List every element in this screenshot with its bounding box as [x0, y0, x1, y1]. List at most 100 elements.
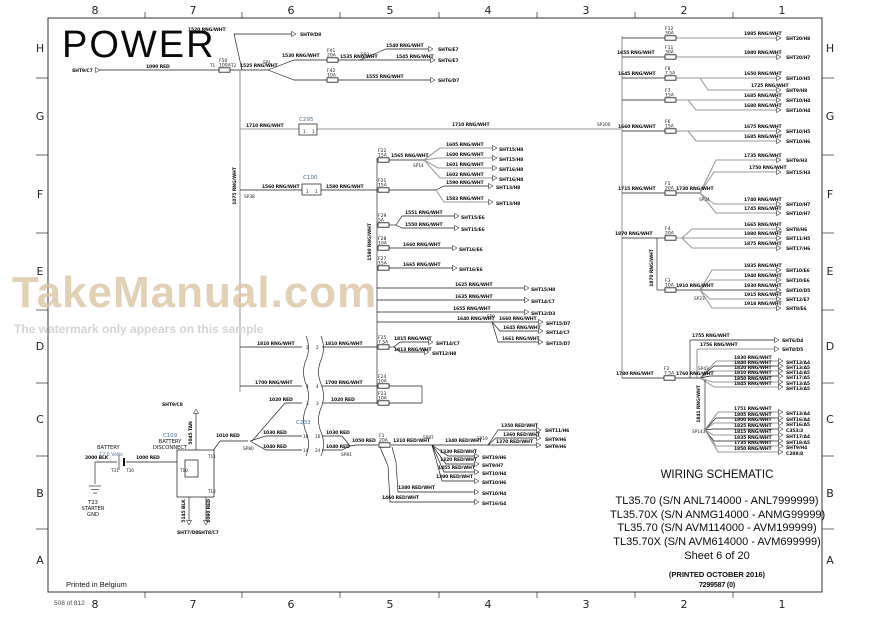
wire-label: 1525 RNG/WHT	[240, 63, 278, 69]
wire-label: 1665 RNG/WHT	[744, 222, 782, 228]
wire	[699, 360, 780, 379]
wire	[704, 411, 780, 431]
splice-label: SP19	[477, 436, 488, 442]
splice-label: SP3	[361, 52, 369, 58]
sheet-ref: SHT15/E6	[461, 215, 485, 221]
wire-label: 1940 RNG/WHT	[744, 273, 782, 279]
sheet-ref: SHT13/A4	[786, 411, 810, 417]
splice-label: SP87	[423, 435, 434, 441]
wire-label: 1841 RNG/WHT	[696, 384, 702, 422]
reference-arrow-icon	[778, 414, 784, 422]
splice-label: SP24	[699, 197, 710, 203]
wire-label: 1805 RNG/WHT	[734, 412, 772, 418]
grid-row-label: A	[826, 554, 834, 567]
wire-label: 1075 RNG/WHT	[232, 166, 238, 204]
wire	[435, 189, 490, 203]
wire-label: 1800 RNG/WHT	[734, 417, 772, 423]
wire	[704, 428, 780, 431]
wire-label: 1815 RNG/WHT	[394, 336, 432, 342]
sheet-ref: SHT12/E7	[786, 297, 810, 303]
wire-label: 1645 RNG/WHT	[618, 71, 656, 77]
watermark: TakeManual.com	[12, 268, 378, 317]
reference-arrow-icon	[428, 45, 434, 53]
wire-label: 1370 RED/WHT	[496, 439, 534, 445]
wire-label: 1520 RNG/WHT	[188, 27, 226, 33]
pin-label: 16	[303, 434, 309, 439]
reference-arrow-icon	[778, 425, 784, 433]
fuse-name: F21	[378, 178, 386, 184]
sheet-ref: SHT13/A4	[786, 360, 810, 366]
pin-label: 1	[315, 189, 318, 194]
pin-label: 16	[315, 434, 321, 439]
sheet-ref: SHT8/E6	[786, 306, 806, 312]
wire	[491, 321, 540, 343]
wire	[687, 130, 778, 142]
sheet-ref: SHT9/H6	[545, 437, 566, 443]
reference-arrow-icon	[776, 86, 782, 94]
wire	[423, 159, 494, 169]
grid-row-label: C	[826, 413, 834, 426]
grid-col-label: 5	[387, 598, 394, 611]
wire-label: 1640 RNG/WHT	[457, 316, 495, 322]
reference-arrow-icon	[776, 53, 782, 61]
drawing-frame	[47, 17, 823, 593]
sheet-ref: SHT10/H7	[786, 211, 810, 217]
fuse-name: F23	[378, 391, 386, 397]
wire	[431, 444, 476, 457]
splice-label: SP14	[413, 163, 424, 169]
fuse-rating: 15A	[665, 93, 675, 99]
sheet-ref: SHT12/D3	[531, 311, 555, 317]
reference-arrow-icon	[454, 212, 460, 220]
wire	[423, 157, 494, 161]
fuse-box	[378, 442, 391, 448]
wire	[704, 429, 780, 453]
sheet-ref: SHT10/D5	[786, 288, 810, 294]
wire-label: 1935 RNG/WHT	[744, 263, 782, 269]
sheet-ref: SHT17/H6	[786, 246, 810, 252]
grid-col-label: 2	[681, 4, 688, 17]
reference-arrow-icon	[492, 164, 498, 172]
sheet-ref: SHT9/C8	[162, 402, 183, 408]
wire	[431, 444, 476, 465]
wire	[681, 237, 778, 249]
grid-col-label: 3	[583, 4, 590, 17]
wire-label: 1535 RNG/WHT	[340, 54, 378, 60]
wire	[704, 417, 780, 431]
fuse-name: F8	[665, 66, 671, 72]
fuse-rating: 15A	[378, 261, 388, 267]
wire-label: 1980 RNG/WHT	[744, 50, 782, 56]
reference-arrow-icon	[778, 431, 784, 439]
sheet-ref: SHT14/A5	[786, 370, 810, 376]
sheet-ref: SHT18/A5	[786, 440, 810, 446]
sheet-ref: SHT6/E7	[438, 58, 458, 64]
printed-in-label: Printed in Belgium	[66, 580, 127, 589]
reference-arrow-icon	[474, 477, 480, 485]
wire-label: 1845 RNG/WHT	[734, 381, 772, 387]
sheet-ref: SHT12/H8	[432, 351, 456, 357]
grid-row-label: H	[826, 42, 834, 55]
pin-label: 1	[303, 129, 306, 134]
splice-label: SP80	[243, 446, 254, 452]
pin-label: T31	[110, 468, 119, 473]
printed-date: (PRINTED OCTOBER 2016)	[668, 570, 766, 580]
reference-arrow-icon	[776, 234, 782, 242]
wire-label: 1660 RNG/WHT	[618, 124, 656, 130]
reference-arrow-icon	[776, 106, 782, 114]
fuse-name: F29	[378, 213, 386, 219]
wire-label: 1655 RNG/WHT	[453, 306, 491, 312]
fuse-rating: 10A	[378, 241, 388, 247]
fuse-rating: 20A	[379, 438, 389, 444]
wire-label: 1915 RNG/WHT	[744, 292, 782, 298]
wire	[699, 279, 778, 291]
grid-row-label: D	[826, 340, 834, 353]
reference-arrow-icon	[538, 318, 544, 326]
sheet-ref: SHT15/H8	[531, 287, 555, 293]
sheet-ref: SHT11/H6	[545, 428, 569, 434]
wire-label: 1635 RNG/WHT	[455, 294, 493, 300]
reference-arrow-icon	[536, 426, 542, 434]
reference-arrow-icon	[452, 264, 458, 272]
fuse-name: F25	[378, 335, 386, 341]
component-label: T23	[87, 500, 98, 506]
wire	[251, 402, 286, 442]
wire	[267, 69, 327, 81]
